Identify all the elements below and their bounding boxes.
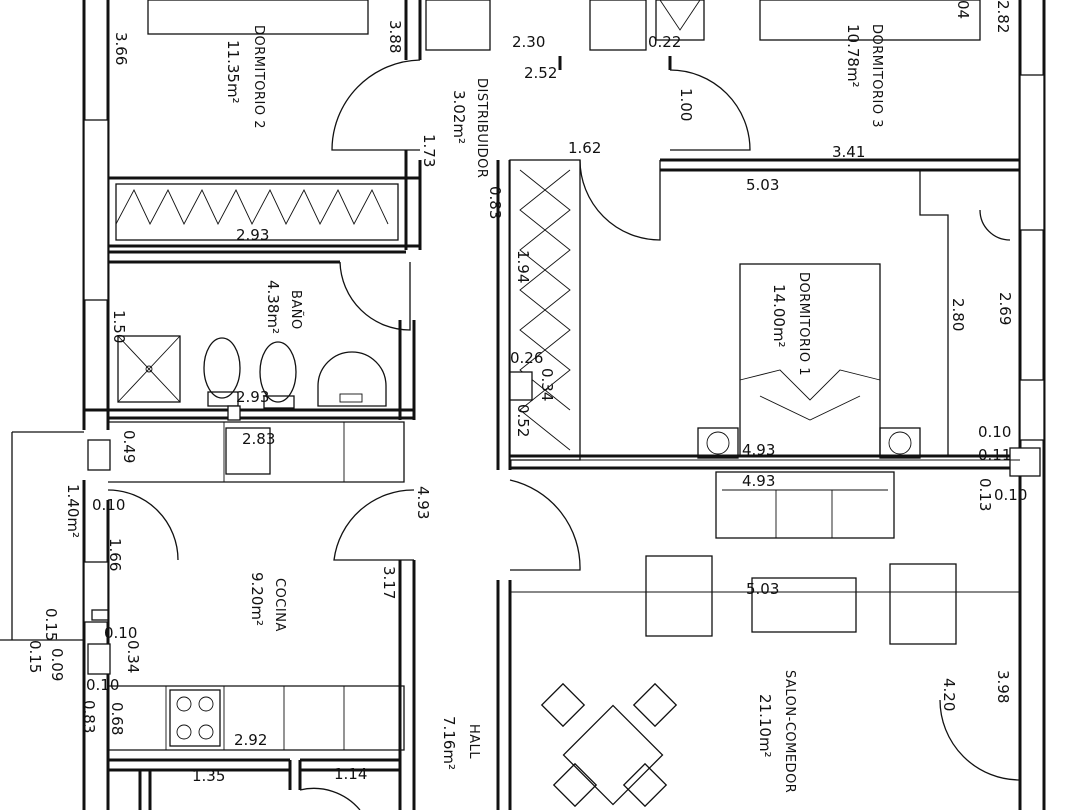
room-area-salon: 21.10m² [756,694,774,758]
dim-label: 3.41 [832,143,865,161]
dim-label: 3.88 [386,20,404,53]
bed [739,263,881,457]
room-name-dormitorio-3: DORMITORIO 3 [869,24,884,128]
dim-label: 1.35 [192,767,225,785]
armchair-right [889,563,957,645]
dim-label: 0.10 [994,486,1027,504]
dim-label: 1.14 [334,765,367,783]
dim-label: 1.73 [420,134,438,167]
right-wall-block-2 [1019,379,1045,441]
dim-label: 0.10 [86,676,119,694]
room-name-cocina: COCINA [272,578,287,632]
dim-label: 3.17 [380,566,398,599]
bidet [259,341,297,403]
partial-area: 1.40m² [64,484,82,538]
room-name-dormitorio-2: DORMITORIO 2 [251,25,266,129]
dim-label: 2.30 [512,33,545,51]
wardrobes [115,0,705,451]
room-area-cocina: 9.20m² [248,572,266,626]
dim-label: 0.15 [42,608,60,641]
dim-label: 1.66 [106,538,124,571]
room-area-hall: 7.16m² [440,716,458,770]
right-wall-block [1019,74,1045,231]
dim-label: 0.49 [120,430,138,463]
dim-label: 0.26 [510,349,543,367]
toilet [203,337,241,399]
dim-label: 1.50 [110,310,128,343]
dim-label: 1.94 [514,250,532,283]
dimension-labels: 3.66 3.88 2.30 2.52 0.22 1.00 04 2.82 1.… [26,0,1027,785]
dim-label: 0.11 [978,446,1011,464]
dim-label: 4.93 [742,441,775,459]
room-area-dormitorio-2: 11.35m² [224,40,242,104]
bath-sink [317,351,387,407]
dim-label: 2.82 [994,0,1012,33]
dim-label: 0.34 [538,368,556,401]
dim-label: 2.93 [236,226,269,244]
room-area-dormitorio-1: 14.00m² [770,284,788,348]
dim-label: 0.10 [104,624,137,642]
room-area-bano: 4.38m² [264,280,282,334]
dim-label: 5.03 [746,176,779,194]
left-wall-block [83,119,109,301]
dim-label: 2.52 [524,64,557,82]
dim-label: 0.83 [80,700,98,733]
cooktop [169,689,221,747]
dim-label: 2.80 [949,298,967,331]
room-labels: DORMITORIO 2 11.35m² DISTRIBUIDOR 3.02m²… [64,24,884,793]
small-column [91,609,109,621]
dim-label: 0.15 [26,640,44,673]
dim-label: 0.09 [48,648,66,681]
room-name-bano: BAÑO [288,290,304,330]
dim-label: 3.98 [994,670,1012,703]
dim-label: 0.10 [978,423,1011,441]
dim-label: 4.93 [414,486,432,519]
dim-label: 0.10 [92,496,125,514]
room-name-dormitorio-1: DORMITORIO 1 [796,272,811,376]
room-name-hall: HALL [466,724,481,759]
kitchen-sink [225,427,271,475]
dim-label: 2.93 [236,388,269,406]
dim-label: 5.03 [746,580,779,598]
dim-label: 2.92 [234,731,267,749]
dim-label: 04 [954,0,972,19]
dining-set [540,682,678,808]
dim-label: 4.20 [940,678,958,711]
dim-label: 1.62 [568,139,601,157]
room-area-distribuidor: 3.02m² [450,90,468,144]
room-name-distribuidor: DISTRIBUIDOR [474,78,489,178]
dim-label: 4.93 [742,472,775,490]
dim-label: 3.66 [112,32,130,65]
room-name-salon: SALON-COMEDOR [782,670,797,793]
dim-label: 0.68 [108,702,126,735]
room-area-dormitorio-3: 10.78m² [844,24,862,88]
dim-label: 2.69 [996,292,1014,325]
coffee-table [751,577,857,633]
dim-label: 2.83 [242,430,275,448]
dim-label: 0.13 [976,478,994,511]
dim-label: 0.52 [514,404,532,437]
armchair-left [645,555,713,637]
doors [107,59,1021,810]
dim-label: 0.83 [486,186,504,219]
dim-label: 0.22 [648,33,681,51]
sofa [715,471,895,539]
dim-label: 1.00 [677,88,695,121]
fixtures [87,0,1041,808]
shower [117,335,181,403]
dim-label: 0.34 [124,640,142,673]
dimension-lines [510,459,1020,593]
